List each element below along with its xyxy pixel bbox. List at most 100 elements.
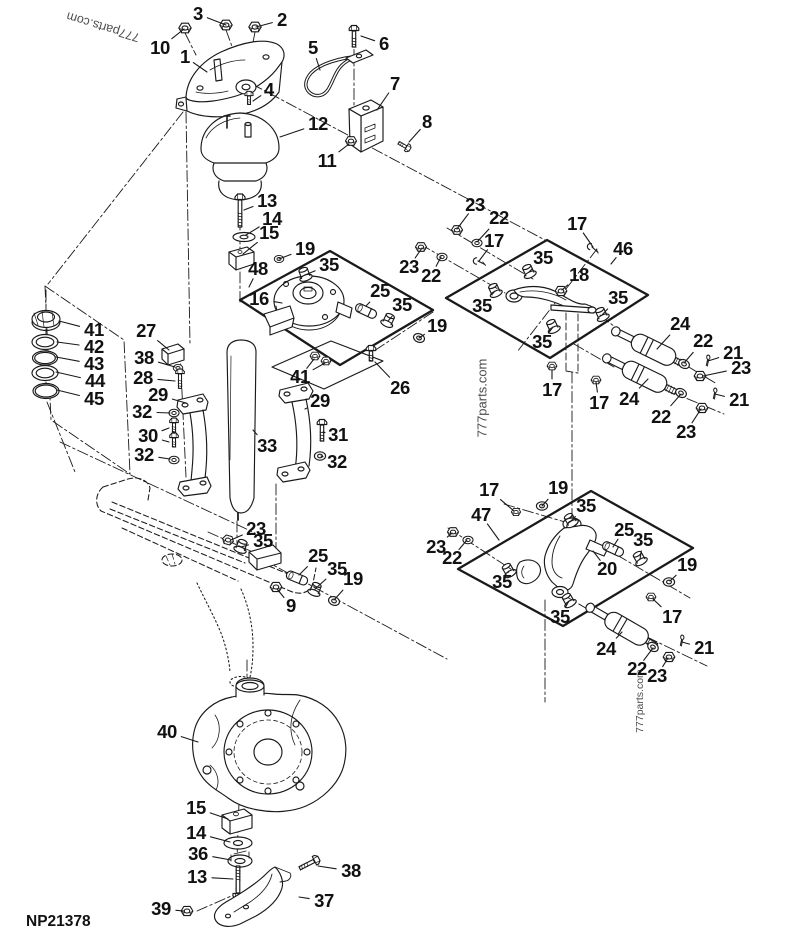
callout-22: 22 bbox=[489, 207, 509, 228]
kit-box-46 bbox=[444, 238, 650, 360]
callout-23: 23 bbox=[676, 421, 696, 442]
callout-35: 35 bbox=[532, 331, 552, 352]
callout-21: 21 bbox=[723, 342, 743, 363]
callout-29: 29 bbox=[310, 390, 330, 411]
trim-cylinder bbox=[226, 339, 257, 521]
callout-17: 17 bbox=[589, 392, 609, 413]
callout-32: 32 bbox=[132, 401, 152, 422]
callout-40: 40 bbox=[157, 721, 177, 742]
callout-25: 25 bbox=[308, 545, 328, 566]
callout-24: 24 bbox=[619, 388, 639, 409]
callout-19: 19 bbox=[677, 554, 697, 575]
callout-23: 23 bbox=[399, 256, 419, 277]
callout-38: 38 bbox=[134, 347, 154, 368]
phantom-transom-bracket bbox=[96, 477, 317, 689]
callout-45: 45 bbox=[84, 388, 104, 409]
callout-35: 35 bbox=[576, 495, 596, 516]
callout-3: 3 bbox=[193, 3, 203, 24]
callout-46: 46 bbox=[613, 238, 633, 259]
center-axis-lines bbox=[45, 29, 725, 918]
lift-handle-right bbox=[276, 382, 328, 483]
callout-31: 31 bbox=[328, 424, 348, 445]
callout-11: 11 bbox=[317, 150, 337, 171]
callout-25: 25 bbox=[614, 519, 634, 540]
watermark: 777parts.com bbox=[474, 358, 490, 438]
callout-35: 35 bbox=[253, 530, 273, 551]
callout-35: 35 bbox=[492, 571, 512, 592]
callout-21: 21 bbox=[694, 637, 714, 658]
callout-24: 24 bbox=[596, 638, 616, 659]
top-mount-bracket bbox=[175, 19, 285, 118]
callout-29: 29 bbox=[148, 384, 168, 405]
callout-43: 43 bbox=[84, 353, 104, 374]
callout-32: 32 bbox=[327, 451, 347, 472]
callout-13: 13 bbox=[257, 190, 277, 211]
kit-box-48 bbox=[238, 249, 435, 367]
callout-5: 5 bbox=[308, 37, 318, 58]
anchor-plate-and-bolt bbox=[345, 24, 374, 64]
callout-22: 22 bbox=[693, 330, 713, 351]
lower-mount-parts bbox=[180, 808, 322, 927]
callout-42: 42 bbox=[84, 336, 104, 357]
callout-35: 35 bbox=[608, 287, 628, 308]
callout-1: 1 bbox=[180, 46, 190, 67]
callout-37: 37 bbox=[314, 890, 334, 911]
callout-39: 39 bbox=[151, 898, 171, 919]
callout-8: 8 bbox=[422, 111, 432, 132]
callout-22: 22 bbox=[442, 547, 462, 568]
callout-7: 7 bbox=[390, 73, 400, 94]
callout-10: 10 bbox=[150, 37, 170, 58]
callout-14: 14 bbox=[262, 208, 282, 229]
callout-21: 21 bbox=[729, 389, 749, 410]
callout-23: 23 bbox=[465, 194, 485, 215]
callout-24: 24 bbox=[670, 313, 690, 334]
plate-41 bbox=[271, 340, 384, 390]
callout-22: 22 bbox=[421, 265, 441, 286]
callout-20: 20 bbox=[597, 558, 617, 579]
callout-35: 35 bbox=[533, 247, 553, 268]
callout-15: 15 bbox=[186, 797, 206, 818]
callout-27: 27 bbox=[136, 320, 156, 341]
callout-19: 19 bbox=[295, 238, 315, 259]
callout-36: 36 bbox=[188, 843, 208, 864]
callout-19: 19 bbox=[427, 315, 447, 336]
callout-35: 35 bbox=[327, 558, 347, 579]
callout-30: 30 bbox=[138, 425, 158, 446]
callout-12: 12 bbox=[308, 113, 328, 134]
callout-35: 35 bbox=[319, 254, 339, 275]
callout-41: 41 bbox=[290, 366, 310, 387]
callout-14: 14 bbox=[186, 822, 206, 843]
callout-28: 28 bbox=[133, 367, 153, 388]
callout-38: 38 bbox=[341, 860, 361, 881]
callout-17: 17 bbox=[567, 213, 587, 234]
callout-25: 25 bbox=[370, 280, 390, 301]
callout-18: 18 bbox=[569, 264, 589, 285]
swivel-housing bbox=[263, 275, 353, 336]
callout-9: 9 bbox=[286, 595, 296, 616]
callout-23: 23 bbox=[731, 357, 751, 378]
vibration-damper bbox=[200, 112, 280, 201]
callout-35: 35 bbox=[472, 295, 492, 316]
lower-link-arm-20 bbox=[446, 501, 676, 610]
callout-4: 4 bbox=[264, 79, 274, 100]
lift-handle-left bbox=[176, 393, 212, 497]
callout-48: 48 bbox=[248, 258, 268, 279]
tilt-pin-cluster bbox=[220, 533, 342, 608]
callout-22: 22 bbox=[627, 658, 647, 679]
callout-35: 35 bbox=[633, 529, 653, 550]
callout-6: 6 bbox=[379, 33, 389, 54]
callout-17: 17 bbox=[542, 379, 562, 400]
callout-44: 44 bbox=[85, 370, 105, 391]
callout-15: 15 bbox=[259, 222, 279, 243]
callout-17: 17 bbox=[479, 479, 499, 500]
callout-19: 19 bbox=[548, 477, 568, 498]
callout-2: 2 bbox=[277, 9, 287, 30]
callout-17: 17 bbox=[662, 606, 682, 627]
leader-lines bbox=[55, 17, 727, 912]
callout-32: 32 bbox=[134, 444, 154, 465]
kit-box-47 bbox=[456, 489, 695, 628]
callout-33: 33 bbox=[257, 435, 277, 456]
callout-35: 35 bbox=[392, 294, 412, 315]
